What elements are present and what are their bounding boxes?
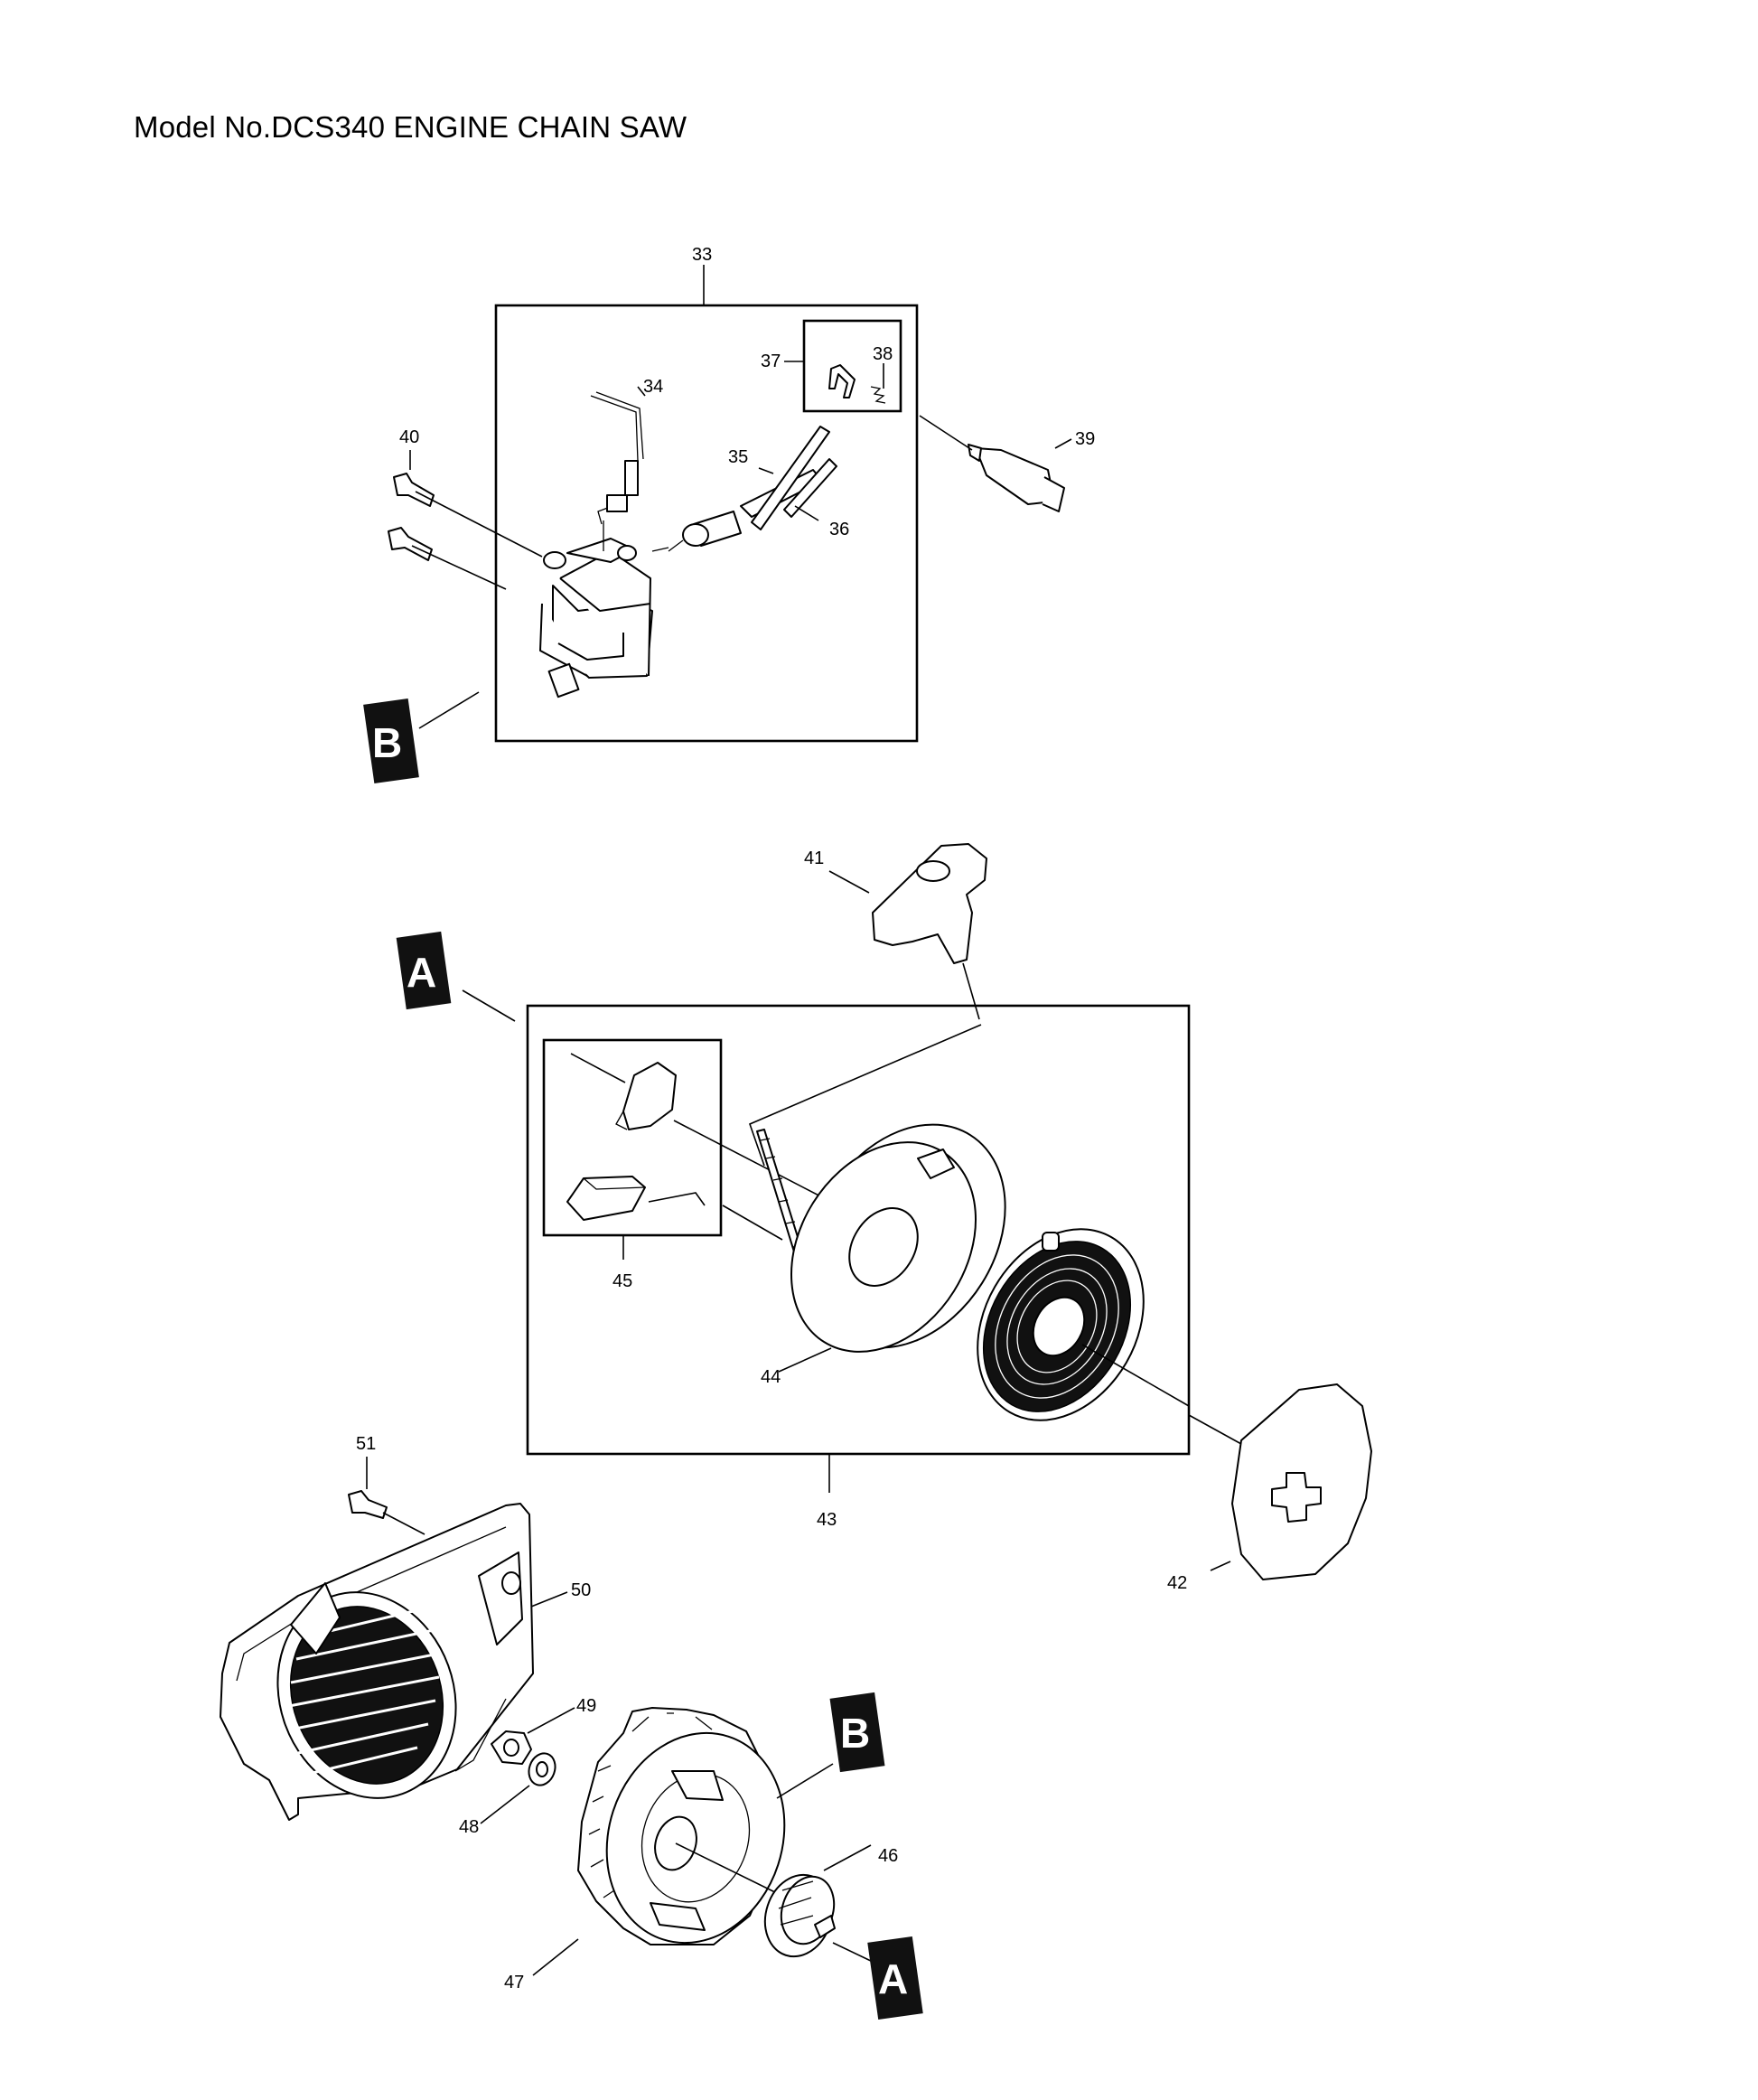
spring-cover-plate	[1188, 1383, 1372, 1580]
part-number-46: 46	[878, 1846, 898, 1866]
ref-tag-b-upper: B	[363, 698, 419, 784]
part-number-36: 36	[829, 520, 849, 539]
fan-housing	[220, 1503, 568, 1821]
ignition-coil-group	[388, 265, 1072, 743]
group-box-33	[494, 304, 919, 743]
recoil-starter-group	[462, 843, 1372, 1580]
spark-plug	[919, 415, 1065, 512]
part-number-labels: 33 34 35 36 37 38 39 40 41 42 43 44 45 4…	[356, 245, 1187, 1992]
part-number-49: 49	[576, 1696, 596, 1716]
plug-cap	[828, 364, 886, 404]
part-number-39: 39	[1075, 429, 1095, 449]
ref-tag-a-lower: A	[867, 1936, 923, 2020]
page-title: Model No.DCS340 ENGINE CHAIN SAW	[134, 110, 687, 144]
ignition-coil	[539, 538, 653, 698]
part-number-41: 41	[804, 848, 824, 868]
bolts-40	[388, 450, 543, 590]
part-number-43: 43	[817, 1510, 837, 1530]
fan-housing-group	[220, 1457, 875, 1976]
part-number-34: 34	[643, 377, 663, 397]
svg-text:A: A	[407, 949, 436, 996]
part-number-50: 50	[571, 1580, 591, 1600]
ratchet-spring	[615, 1062, 677, 1130]
ref-tag-b-lower: B	[829, 1692, 885, 1773]
rope-reel	[778, 1123, 1006, 1373]
group-box-43	[526, 1004, 1191, 1456]
svg-text:B: B	[372, 719, 402, 766]
ref-tag-a-middle: A	[396, 931, 452, 1010]
ratchet-pawl	[566, 1176, 706, 1221]
ratchet	[763, 1844, 875, 1964]
svg-text:A: A	[878, 1955, 908, 2002]
flywheel	[532, 1707, 834, 1976]
part-number-51: 51	[356, 1434, 376, 1454]
part-number-42: 42	[1167, 1573, 1187, 1593]
part-number-40: 40	[399, 427, 419, 447]
svg-text:B: B	[840, 1710, 870, 1757]
ground-wire	[590, 391, 644, 551]
part-number-33: 33	[692, 245, 712, 265]
group-box-37	[802, 319, 902, 413]
washer	[480, 1752, 556, 1824]
nut	[491, 1707, 575, 1765]
group-box-45	[542, 1038, 723, 1237]
part-number-47: 47	[504, 1973, 524, 1992]
part-number-38: 38	[873, 344, 893, 364]
part-number-37: 37	[761, 352, 781, 371]
high-tension-cord	[651, 426, 837, 552]
starter-handle	[748, 843, 987, 1167]
part-number-44: 44	[761, 1367, 781, 1387]
screw-51	[348, 1457, 425, 1535]
recoil-spring	[977, 1228, 1190, 1421]
part-number-35: 35	[728, 447, 748, 467]
part-number-48: 48	[459, 1817, 479, 1837]
part-number-45: 45	[612, 1271, 632, 1291]
